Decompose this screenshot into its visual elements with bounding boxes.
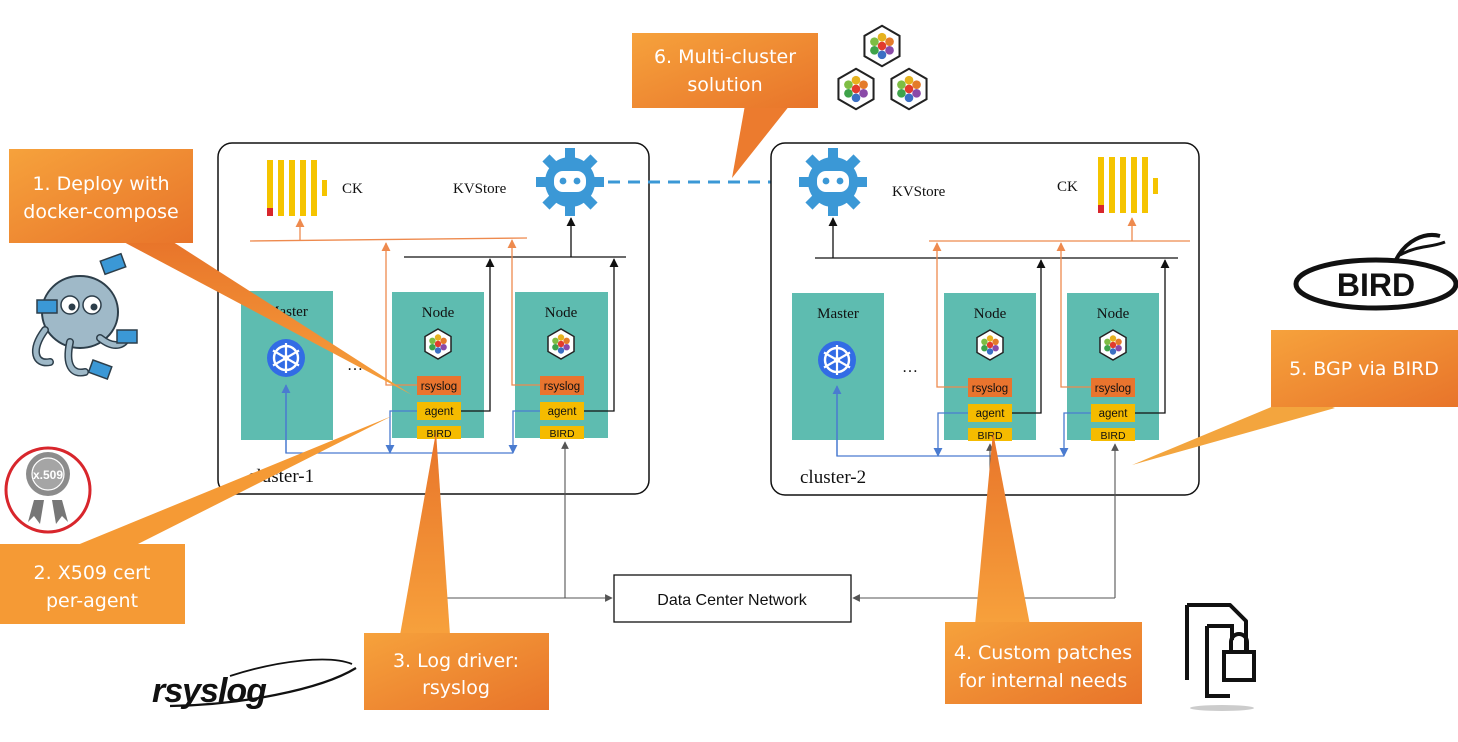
rsyslog-label: rsyslog	[1095, 383, 1131, 395]
ck-icon	[267, 160, 327, 216]
x509-text: x.509	[33, 468, 63, 482]
node-label: Node	[974, 306, 1007, 322]
callout-4-pointer	[975, 432, 1030, 625]
agent-label: agent	[1099, 408, 1129, 420]
calico-icon	[1099, 329, 1127, 361]
callout-multi-cluster: 6. Multi-cluster solution	[632, 33, 818, 108]
kvstore-label: KVStore	[892, 184, 946, 200]
callout-4-line2: for internal needs	[959, 670, 1128, 692]
bird-label: BIRD	[977, 430, 1003, 442]
rsyslog-label: rsyslog	[421, 381, 457, 393]
docker-compose-logo	[32, 252, 138, 381]
rsyslog-label: rsyslog	[972, 383, 1008, 395]
callout-1-line2: docker-compose	[23, 201, 178, 223]
callout-3-line2: rsyslog	[422, 677, 490, 699]
callout-4-line1: 4. Custom patches	[954, 642, 1132, 664]
bird-label: BIRD	[549, 428, 575, 440]
callout-bgp: 5. BGP via BIRD	[1271, 330, 1458, 407]
log-bus-line	[249, 237, 528, 242]
cluster-2: cluster-2 KVStore CK Master … Node rsysl…	[770, 142, 1200, 496]
calico-icon	[547, 328, 575, 360]
calico-icon	[976, 329, 1004, 361]
agent-label: agent	[548, 406, 578, 418]
callout-log-driver: 3. Log driver: rsyslog	[364, 633, 549, 710]
bird-label: BIRD	[1100, 430, 1126, 442]
master-label: Master	[817, 306, 859, 322]
callout-2-line2: per-agent	[46, 590, 138, 612]
callout-1-line1: 1. Deploy with	[32, 173, 169, 195]
kvstore-icon	[799, 148, 867, 216]
rsyslog-logo: rsyslog	[152, 658, 357, 710]
agent-label: agent	[425, 406, 455, 418]
kubernetes-icon	[816, 339, 858, 381]
callout-5-line1: 5. BGP via BIRD	[1289, 358, 1439, 380]
callout-2-line1: 2. X509 cert	[34, 562, 151, 584]
callout-3-line1: 3. Log driver:	[393, 650, 519, 672]
node-label: Node	[1097, 306, 1130, 322]
callout-deploy: 1. Deploy with docker-compose	[9, 149, 193, 243]
bird-label: BIRD	[426, 428, 452, 440]
bird-logo: BIRD	[1293, 233, 1458, 311]
x509-certificate-logo: x.509	[4, 446, 92, 534]
rsyslog-logo-text: rsyslog	[152, 672, 267, 710]
calico-multi-icon	[837, 24, 928, 111]
cluster-1: cluster-1 CK KVStore Master … Node	[217, 142, 650, 495]
callout-6-pointer	[732, 105, 790, 178]
ck-label: CK	[342, 181, 363, 197]
agent-label: agent	[976, 408, 1006, 420]
kubernetes-icon	[265, 337, 307, 379]
ck-icon	[1098, 157, 1158, 213]
callout-6-line1: 6. Multi-cluster	[654, 46, 796, 68]
data-center-network-label: Data Center Network	[657, 592, 807, 609]
node-label: Node	[422, 305, 455, 321]
callout-5-pointer	[1132, 395, 1335, 465]
callout-6-line2: solution	[687, 74, 762, 96]
kvstore-icon	[536, 148, 604, 216]
callout-x509: 2. X509 cert per-agent	[0, 544, 185, 624]
cluster-2-label: cluster-2	[800, 467, 866, 488]
calico-icon	[424, 328, 452, 360]
callout-2-pointer	[70, 416, 392, 548]
data-center-network-box	[613, 574, 852, 623]
bird-logo-text: BIRD	[1337, 267, 1415, 303]
ck-label: CK	[1057, 179, 1078, 195]
node-label: Node	[545, 305, 578, 321]
callout-3-pointer	[400, 432, 450, 635]
document-lock-icon	[1185, 603, 1256, 711]
callout-1-pointer	[120, 240, 412, 395]
rsyslog-label: rsyslog	[544, 381, 580, 393]
ellipsis-text: …	[902, 359, 918, 376]
callout-custom-patches: 4. Custom patches for internal needs	[945, 622, 1142, 704]
kvstore-label: KVStore	[453, 181, 507, 197]
